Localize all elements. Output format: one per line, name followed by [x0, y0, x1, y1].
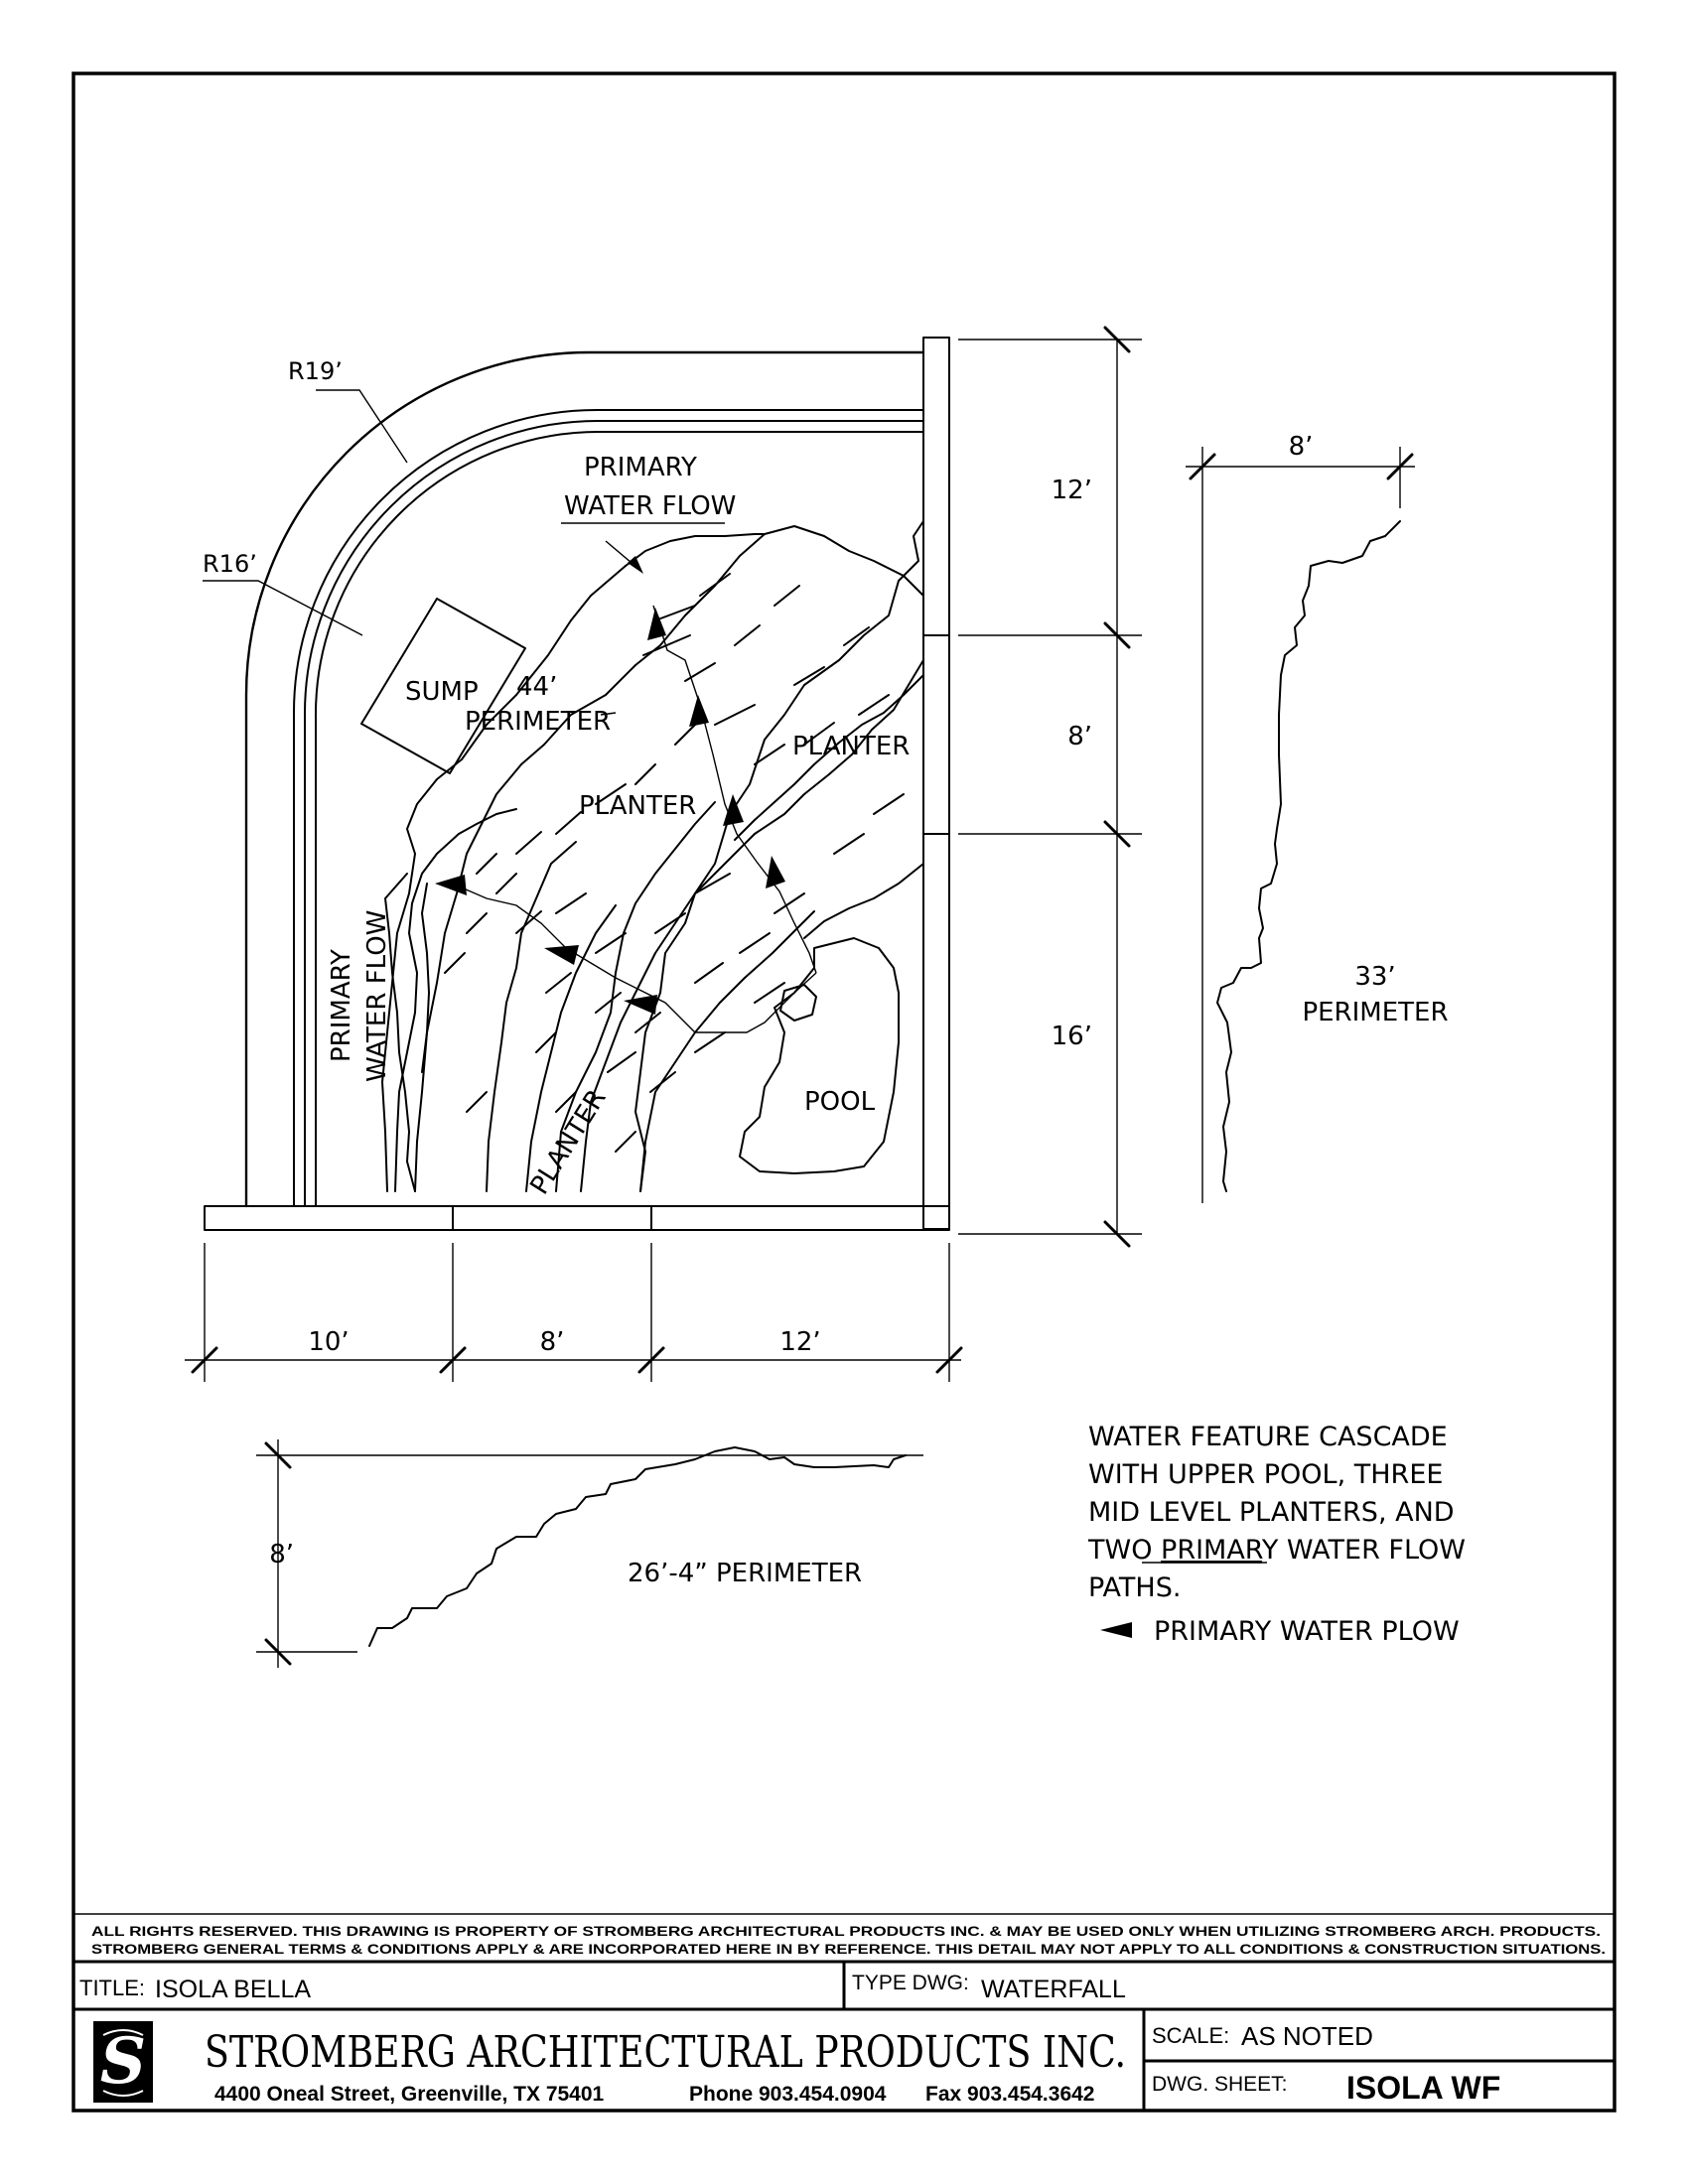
scale-value: AS NOTED	[1241, 2021, 1373, 2051]
title-block: ALL RIGHTS RESERVED. THIS DRAWING IS PRO…	[71, 1913, 1617, 2113]
pool-island	[779, 984, 817, 1022]
right-dimensions: 12’ 8’ 16’	[958, 326, 1142, 1248]
notes: WATER FEATURE CASCADE WITH UPPER POOL, T…	[1087, 1422, 1466, 1647]
leader-primary-flow-arrowhead	[628, 556, 643, 574]
note-line-3: MID LEVEL PLANTERS, AND	[1088, 1497, 1455, 1528]
title-value: ISOLA BELLA	[155, 1976, 311, 2003]
dim-bottom-10: 10’	[308, 1327, 349, 1357]
plan-view: R19’ R16’ PRIMARY WATER FLOW SUMP 44’ PE…	[203, 337, 950, 1231]
label-planter-mid: PLANTER	[579, 791, 696, 821]
company-fax: Fax 903.454.3642	[925, 2083, 1094, 2106]
note-line-4: TWO PRIMARY WATER FLOW	[1087, 1535, 1466, 1566]
rock-contour-2	[580, 659, 924, 1192]
dim-right-16: 16’	[1052, 1022, 1092, 1051]
label-33-perimeter: PERIMETER	[1302, 998, 1448, 1027]
bottom-dimensions: 10’ 8’ 12’	[185, 1243, 963, 1382]
rock-contour-7	[486, 841, 577, 1192]
rights-line-1: ALL RIGHTS RESERVED. THIS DRAWING IS PRO…	[91, 1924, 1601, 1940]
inner-wall-r16-b	[303, 420, 924, 1207]
label-perimeter-44: PERIMETER	[465, 707, 611, 737]
label-44: 44’	[516, 672, 557, 702]
rock-contour-1	[634, 520, 924, 1192]
leader-44-perimeter	[600, 712, 617, 716]
company-phone: Phone 903.454.0904	[689, 2083, 887, 2106]
rock-contour-11	[803, 863, 924, 939]
rock-contour-3	[414, 533, 766, 1192]
rock-contour-5	[381, 565, 627, 1192]
left-flow-channel-c	[458, 808, 517, 835]
right-wall	[922, 337, 950, 1230]
inner-wall-r16-a	[292, 409, 924, 1207]
bottom-profile-contour	[368, 1446, 907, 1647]
note-line-2: WITH UPPER POOL, THREE	[1088, 1459, 1443, 1490]
flow-arrows	[435, 608, 785, 1015]
pool-outline	[739, 937, 900, 1174]
rock-contour-10	[639, 910, 815, 1192]
note-line-5: PATHS.	[1088, 1572, 1181, 1603]
inner-wall-r16-c	[314, 431, 924, 1207]
water-flow-path-left	[456, 885, 817, 1033]
label-primary-flow-top-1: PRIMARY	[584, 453, 697, 482]
sheet-value: ISOLA WF	[1346, 2070, 1500, 2106]
label-r19: R19’	[288, 357, 343, 385]
sump-box	[360, 598, 526, 774]
type-dwg-label: TYPE DWG:	[852, 1972, 969, 1994]
rock-contour-4	[764, 525, 924, 597]
side-profile-contour	[1216, 520, 1401, 1192]
bottom-profile: 8’ 26’-4” PERIMETER	[256, 1439, 923, 1668]
rock-contour-13	[384, 873, 416, 1192]
stromberg-logo: S	[93, 2021, 153, 2103]
dim-bottom-8: 8’	[540, 1327, 565, 1357]
leader-r16	[203, 580, 363, 636]
label-primary-flow-top-2: WATER FLOW	[564, 491, 736, 521]
label-26-4-perimeter: 26’-4” PERIMETER	[628, 1559, 862, 1588]
title-label: TITLE:	[79, 1976, 145, 2000]
label-primary-flow-left-2: WATER FLOW	[362, 910, 392, 1082]
label-pool: POOL	[804, 1087, 876, 1117]
scale-label: SCALE:	[1152, 2023, 1229, 2048]
rock-contour-12	[734, 674, 924, 841]
label-r16: R16’	[203, 550, 257, 578]
bottom-wall	[204, 1205, 950, 1231]
label-planter-bottom: PLANTER	[524, 1084, 612, 1199]
dim-bottom-profile-8: 8’	[269, 1540, 294, 1570]
dim-bottom-12: 12’	[779, 1327, 820, 1357]
left-flow-channel-b	[421, 883, 430, 1073]
company-name: STROMBERG ARCHITECTURAL PRODUCTS INC.	[205, 2027, 1126, 2078]
legend-text: PRIMARY WATER PLOW	[1154, 1616, 1460, 1647]
rights-line-2: STROMBERG GENERAL TERMS & CONDITIONS APP…	[91, 1942, 1606, 1958]
dim-profile-8: 8’	[1289, 432, 1314, 462]
logo-letter: S	[100, 2024, 146, 2099]
left-flow-channel-a	[394, 833, 460, 1192]
company-address: 4400 Oneal Street, Greenville, TX 75401	[214, 2083, 605, 2106]
outer-wall-r19	[244, 350, 925, 1208]
rock-contour-9	[555, 801, 716, 1192]
dim-right-12: 12’	[1052, 476, 1092, 505]
label-sump: SUMP	[405, 677, 479, 707]
rock-texture-strokes	[444, 573, 905, 1153]
label-planter-right: PLANTER	[792, 732, 910, 761]
type-dwg-value: WATERFALL	[981, 1976, 1126, 2003]
label-primary-flow-left-1: PRIMARY	[327, 949, 356, 1062]
label-33: 33’	[1354, 962, 1395, 992]
legend-arrow-icon	[1100, 1622, 1132, 1638]
sheet-label: DWG. SHEET:	[1152, 2073, 1288, 2096]
dim-right-8: 8’	[1067, 722, 1092, 751]
rock-contour-6	[625, 533, 766, 567]
side-profile: 8’ 33’ PERIMETER	[1186, 432, 1449, 1203]
leader-r19	[316, 389, 408, 464]
note-line-1: WATER FEATURE CASCADE	[1088, 1422, 1448, 1452]
